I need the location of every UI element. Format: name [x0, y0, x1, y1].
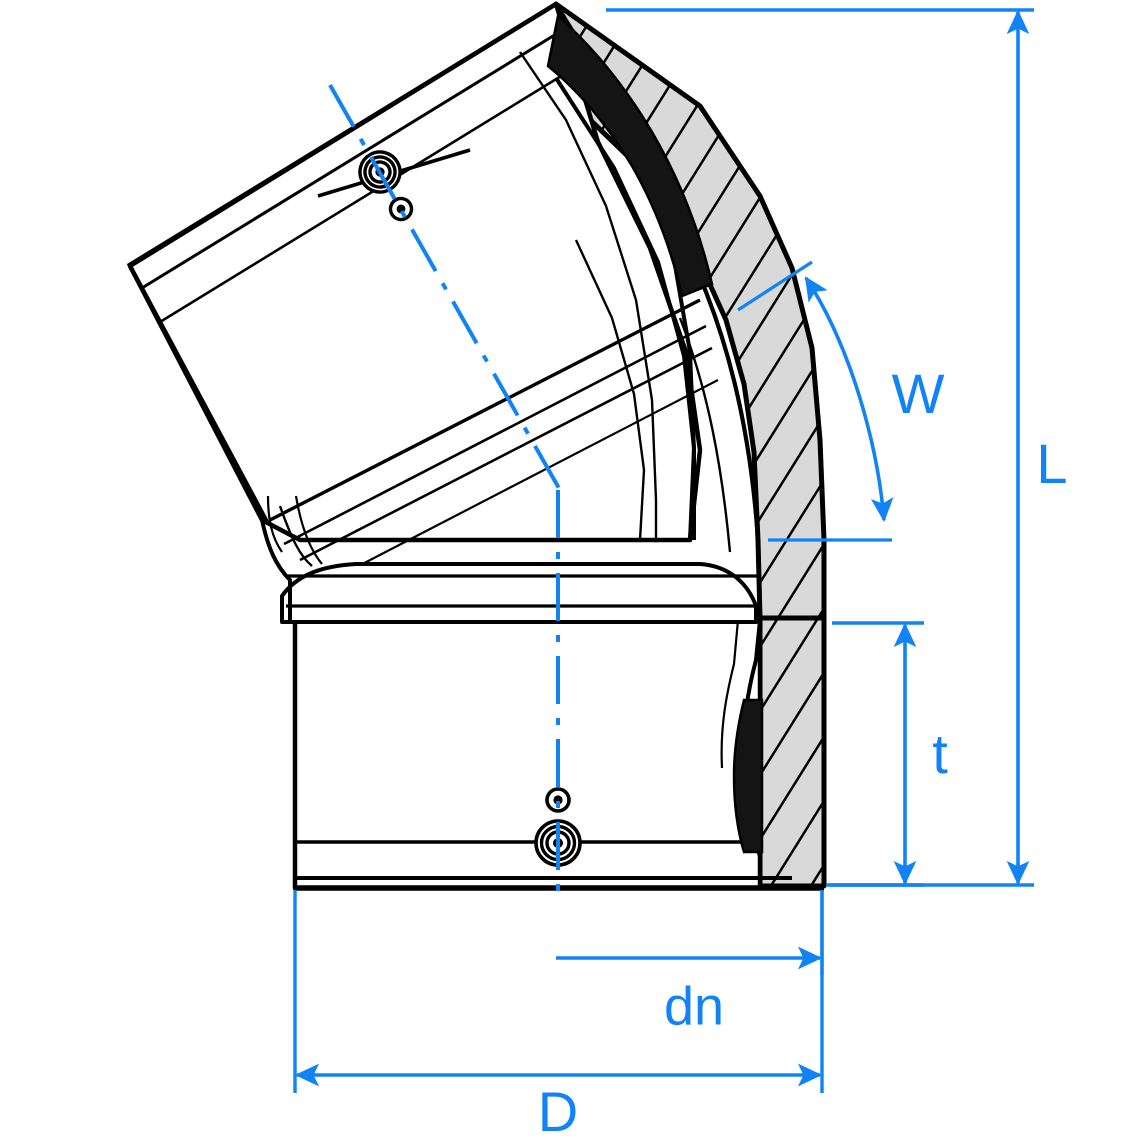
- dimension-D[interactable]: [293, 890, 824, 1093]
- dimension-label-t: t: [932, 722, 948, 785]
- dimension-W-leader-top: [737, 260, 813, 312]
- centrelines: [328, 84, 562, 900]
- dimension-labels: L W t dn D: [538, 362, 1068, 1143]
- dimension-W-arc: [804, 276, 894, 523]
- dimension-label-D: D: [538, 1080, 578, 1143]
- fitting-body: [126, 1, 827, 891]
- lower-vertical-socket: [260, 495, 824, 891]
- dimension-W[interactable]: [737, 260, 894, 542]
- dimension-label-L: L: [1036, 432, 1067, 495]
- heating-coil-seal-lower: [732, 698, 764, 854]
- hatched-wall-lower: [757, 615, 827, 889]
- heating-coil-seal-upper: [546, 13, 714, 298]
- dimension-label-dn: dn: [664, 976, 724, 1036]
- dimension-t[interactable]: [830, 621, 924, 887]
- upper-angled-socket: [126, 1, 719, 589]
- centreline-upper-branch: [328, 84, 562, 491]
- dimension-label-W: W: [892, 362, 945, 425]
- dimension-annotations: [293, 8, 1034, 1093]
